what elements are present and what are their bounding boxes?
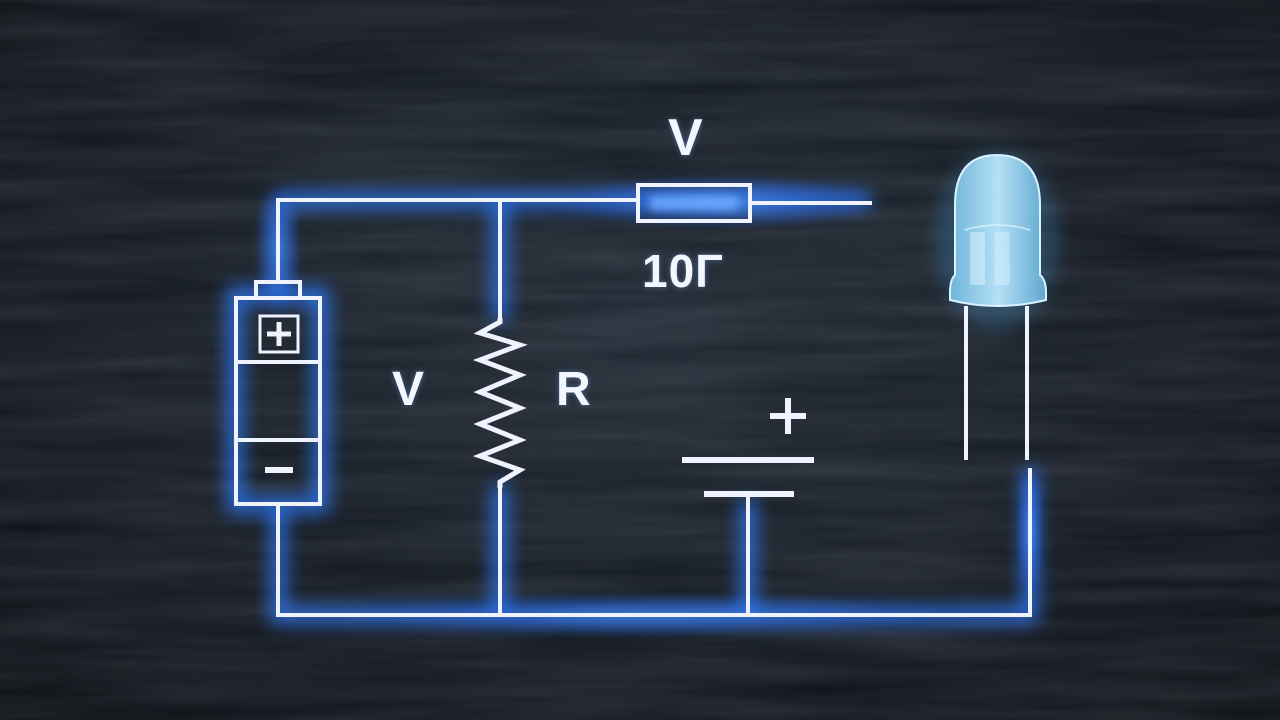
left-voltage-label: V bbox=[392, 363, 425, 416]
top-voltage-label: V bbox=[668, 109, 703, 167]
wire-bottom bbox=[276, 468, 1032, 617]
led-dome bbox=[949, 153, 1047, 307]
top-resistor bbox=[636, 183, 752, 223]
wire-glow bbox=[227, 192, 1038, 623]
battery-symbol bbox=[682, 398, 814, 497]
zigzag-resistor bbox=[472, 318, 528, 488]
battery-plus-icon bbox=[770, 398, 806, 434]
led bbox=[935, 150, 1059, 460]
battery-cell bbox=[234, 280, 322, 506]
cell-plus-icon bbox=[258, 314, 300, 354]
resistance-label: R bbox=[556, 363, 591, 416]
resistor-value-label: 10Γ bbox=[642, 245, 724, 297]
wires bbox=[276, 198, 1032, 617]
